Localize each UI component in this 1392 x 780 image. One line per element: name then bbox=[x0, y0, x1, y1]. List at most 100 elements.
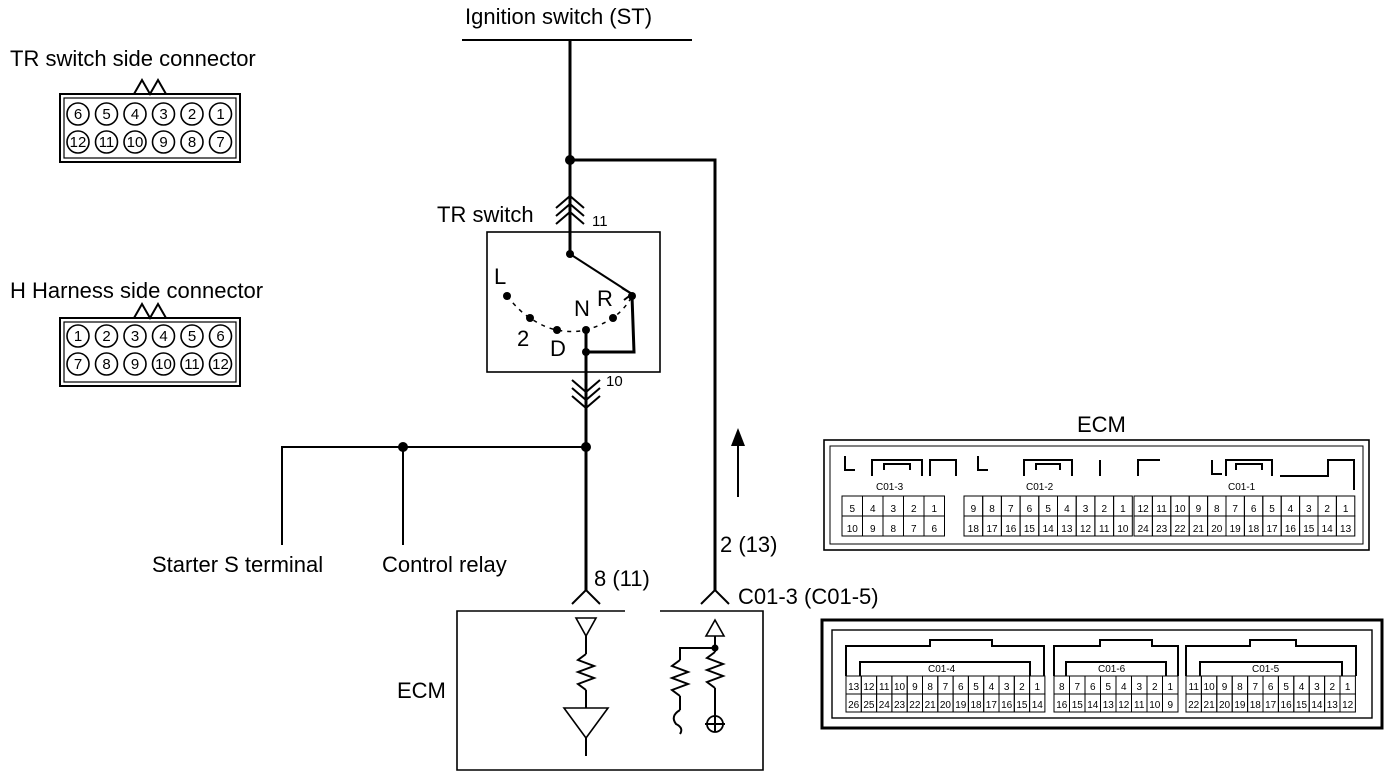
ecm-pin-number: 14 bbox=[1032, 700, 1044, 711]
ecm-connector-label: ECM bbox=[1077, 412, 1126, 437]
tr-output-junction bbox=[582, 348, 590, 356]
connector-pin-ring bbox=[208, 102, 233, 126]
ecm-pin-number: 21 bbox=[1204, 700, 1216, 711]
ecm-pin-number: 18 bbox=[968, 524, 980, 535]
ecm-pin-cell bbox=[923, 515, 945, 537]
wire-to-ecm-c013 bbox=[570, 158, 717, 590]
ecm-pin-number: 2 bbox=[1330, 682, 1336, 693]
ecm-c016-name: C01-6 bbox=[1098, 664, 1126, 675]
ecm-pin-number: 14 bbox=[1322, 524, 1334, 535]
ecm-pin-number: 10 bbox=[894, 682, 906, 693]
ecm-pin-number: 12 bbox=[1342, 700, 1354, 711]
ecm-pin-number: 3 bbox=[890, 504, 896, 515]
connector-pin-ring bbox=[123, 130, 147, 154]
ecm-pin-number: 16 bbox=[1005, 524, 1017, 535]
ecm-pin-number: 2 bbox=[1101, 504, 1107, 515]
ecm-pin-number: 11 bbox=[1134, 700, 1145, 711]
ecm-c013-name: C01-3 bbox=[876, 482, 904, 493]
ecm-pin-number: 7 bbox=[1232, 504, 1238, 515]
ecm-pin-number: 1 bbox=[1345, 682, 1351, 693]
ecm-pin-number: 4 bbox=[989, 682, 995, 693]
connector-pin-ring bbox=[94, 324, 119, 348]
ecm-pin-cell bbox=[1113, 515, 1133, 537]
connector-pin-number: 8 bbox=[188, 134, 196, 151]
ecm-pin-number: 3 bbox=[1083, 504, 1089, 515]
connector-pin-number: 10 bbox=[155, 356, 172, 373]
connector-pin-number: 12 bbox=[212, 356, 229, 373]
ecm-pin-number: 3 bbox=[1004, 682, 1010, 693]
ecm-pin-number: 17 bbox=[986, 700, 998, 711]
ecm-pin-number: 16 bbox=[1281, 700, 1293, 711]
left-pin-label: 8 (11) bbox=[594, 566, 650, 591]
ecm-pin-number: 12 bbox=[1138, 504, 1150, 515]
ecm-pin-number: 18 bbox=[1248, 524, 1260, 535]
ecm-pin-number: 4 bbox=[1064, 504, 1070, 515]
tr-wiper bbox=[569, 253, 633, 295]
ecm-pin-number: 16 bbox=[1056, 700, 1068, 711]
ecm-pin-number: 15 bbox=[1296, 700, 1308, 711]
connector-pin-ring bbox=[151, 102, 176, 126]
connector-pin-number: 6 bbox=[216, 328, 224, 345]
ecm-pin-number: 22 bbox=[1174, 524, 1186, 535]
connector-pin-number: 2 bbox=[188, 106, 196, 123]
ecm-pin-number: 1 bbox=[931, 504, 937, 515]
position-l-label: L bbox=[494, 264, 506, 289]
ecm-pin-number: 25 bbox=[863, 700, 875, 711]
ecm-pin-number: 14 bbox=[1311, 700, 1323, 711]
ecm-pin-number: 9 bbox=[971, 504, 977, 515]
connector-pin-number: 1 bbox=[216, 106, 224, 123]
connector-pin-ring bbox=[66, 130, 90, 154]
ecm-pin-number: 6 bbox=[1268, 682, 1274, 693]
tr-switch-box bbox=[486, 231, 661, 373]
ecm-left-label: ECM bbox=[397, 678, 446, 703]
ecm-c015-name: C01-5 bbox=[1252, 664, 1280, 675]
ecm-pin-number: 1 bbox=[1120, 504, 1126, 515]
ecm-pin-number: 5 bbox=[849, 504, 855, 515]
connector-pin-ring bbox=[66, 102, 90, 126]
ecm-pin-number: 17 bbox=[986, 524, 998, 535]
ecm-pin-cell bbox=[1029, 693, 1046, 713]
ecm-pin-number: 13 bbox=[1061, 524, 1073, 535]
ecm-pin-number: 15 bbox=[1072, 700, 1084, 711]
ecm-pin-number: 7 bbox=[1074, 682, 1080, 693]
ecm-pin-number: 20 bbox=[1219, 700, 1231, 711]
ecm-pin-number: 22 bbox=[1188, 700, 1200, 711]
ecm-pin-number: 15 bbox=[1016, 700, 1028, 711]
connector-c013-label: C01-3 (C01-5) bbox=[738, 584, 879, 609]
connector-pin-ring bbox=[123, 102, 147, 126]
ecm-pin-number: 4 bbox=[1288, 504, 1294, 515]
ecm-pin-number: 5 bbox=[1105, 682, 1111, 693]
ecm-pin-number: 24 bbox=[1138, 524, 1150, 535]
ecm-pin-number: 7 bbox=[943, 682, 949, 693]
connector-pin-number: 3 bbox=[131, 328, 139, 345]
ecm-pin-cell bbox=[1339, 693, 1356, 713]
ecm-pin-number: 4 bbox=[870, 504, 876, 515]
connector-pin-number: 8 bbox=[102, 356, 110, 373]
connector-pin-number: 9 bbox=[131, 356, 139, 373]
ecm-pin-cell bbox=[1162, 693, 1179, 713]
position-2-label: 2 bbox=[517, 326, 529, 351]
connector-pin-ring bbox=[208, 130, 233, 154]
ecm-pin-number: 1 bbox=[1034, 682, 1040, 693]
ecm-pin-number: 8 bbox=[890, 524, 896, 535]
ecm-pin-number: 8 bbox=[927, 682, 933, 693]
pin-11-label: 11 bbox=[592, 213, 608, 230]
ecm-pin-number: 6 bbox=[1251, 504, 1257, 515]
ecm-pin-number: 11 bbox=[1189, 682, 1200, 693]
ecm-pin-number: 17 bbox=[1266, 524, 1278, 535]
ecm-pin-number: 8 bbox=[1059, 682, 1065, 693]
pin-10-label: 10 bbox=[606, 373, 623, 390]
ecm-pin-number: 9 bbox=[1222, 682, 1228, 693]
connector-pin-ring bbox=[180, 130, 204, 154]
connector-pin-ring bbox=[123, 324, 147, 348]
connector-pin-number: 5 bbox=[102, 106, 110, 123]
connector-pin-ring bbox=[66, 352, 90, 376]
ecm-pin-number: 3 bbox=[1306, 504, 1312, 515]
ecm-pin-number: 12 bbox=[1080, 524, 1092, 535]
connector-pin-ring bbox=[151, 352, 176, 376]
ecm-pin-number: 11 bbox=[1156, 504, 1167, 515]
ecm-pin-number: 23 bbox=[894, 700, 906, 711]
